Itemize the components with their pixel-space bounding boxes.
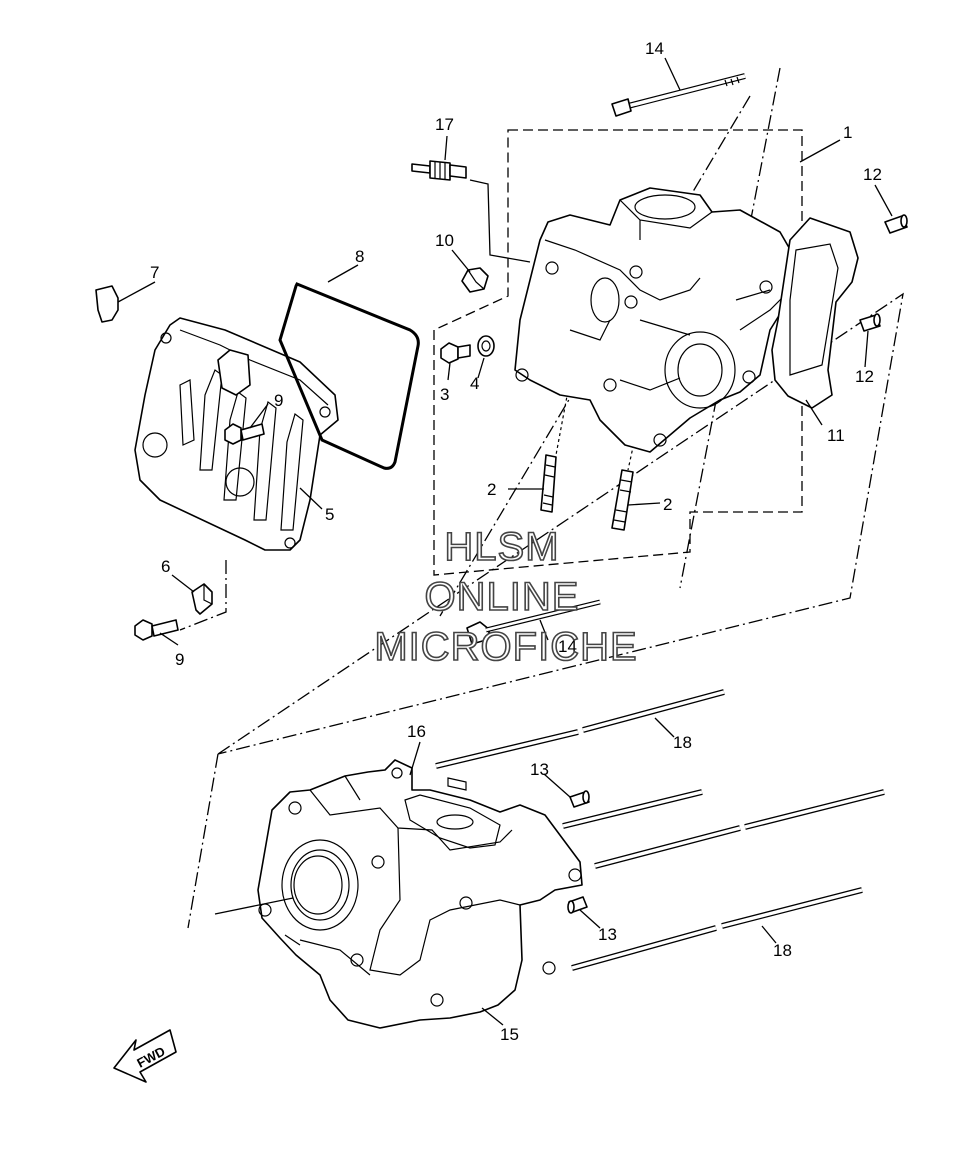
stud-2-left[interactable] [540,454,557,513]
callout-3: 3 [440,385,449,404]
bracket-6[interactable] [191,583,213,615]
callout-labels: 1 2 2 3 4 5 6 7 8 9 9 10 11 12 12 13 13 … [150,39,882,1044]
bolt-9-top[interactable] [224,423,265,445]
bolt-3[interactable] [440,342,471,364]
callout-1: 1 [843,123,852,142]
callout-2-left: 2 [487,480,496,499]
callout-9-top: 9 [274,391,283,410]
callout-17: 17 [435,115,454,134]
watermark-line-2: ONLINE [425,575,580,619]
callout-14-top: 14 [645,39,664,58]
forward-direction-arrow: FWD [113,1029,177,1083]
callout-12-right: 12 [855,367,874,386]
head-gasket-11[interactable] [771,217,859,409]
cylinder-head[interactable] [514,187,796,453]
callout-18-top: 18 [673,733,692,752]
leader-lines [117,57,893,1026]
callout-9-bottom: 9 [175,650,184,669]
stud-2-right[interactable] [611,469,634,531]
cylinder-block[interactable] [257,759,583,1029]
dowel-13-top[interactable] [569,790,590,808]
watermark-line-1: HLSM [444,525,559,569]
watermark: HLSM ONLINE MICROFICHE [374,524,638,670]
watermark-line-3: MICROFICHE [374,625,637,669]
spark-plug[interactable] [411,160,467,181]
callout-7: 7 [150,263,159,282]
dowel-13-bottom[interactable] [567,896,588,914]
long-stud-18-mid-long[interactable] [594,789,885,869]
dowel-12-right[interactable] [859,313,881,332]
callout-12-top: 12 [863,165,882,184]
callout-15: 15 [500,1025,519,1044]
cap-10[interactable] [461,267,489,293]
plug-guide-line [469,179,531,263]
clip-7[interactable] [95,285,119,323]
long-stud-18-mid[interactable] [562,789,703,829]
callout-11: 11 [827,426,845,445]
callout-5: 5 [325,505,334,524]
callout-18-bottom: 18 [773,941,792,960]
callout-6: 6 [161,557,170,576]
callout-14-lower: 14 [558,637,577,656]
cover-gasket-8[interactable] [278,282,420,470]
long-stud-18-top-left[interactable] [435,729,579,769]
callout-2-right: 2 [663,495,672,514]
callout-13-top: 13 [530,760,549,779]
dowel-12-top[interactable] [884,214,908,234]
callout-16: 16 [407,722,426,741]
callout-8: 8 [355,247,364,266]
callout-4: 4 [470,374,479,393]
callout-10: 10 [435,231,454,250]
head-to-cylinder-dashdot-outline [187,292,904,929]
callout-13-bottom: 13 [598,925,617,944]
long-bolt-lower[interactable] [466,599,601,645]
long-stud-18-top-right[interactable] [582,689,725,733]
bolt-9-bottom[interactable] [134,619,179,641]
long-stud-18-bottom[interactable] [571,887,863,971]
washer-4[interactable] [477,335,495,357]
long-bolt-top[interactable] [611,73,746,117]
